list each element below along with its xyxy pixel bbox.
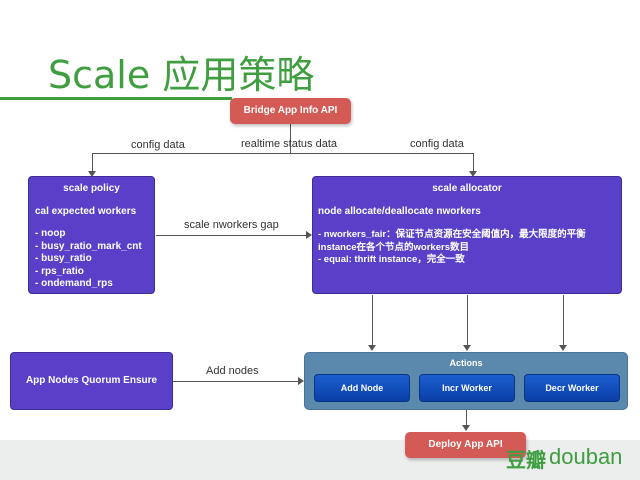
actions-container: Actions Add Node Incr Worker Decr Worker (304, 352, 628, 410)
list-item: instance在各个节点的workers数目 (318, 241, 469, 253)
add-node-button[interactable]: Add Node (314, 374, 410, 402)
actions-heading: Actions (449, 358, 483, 368)
decr-worker-button[interactable]: Decr Worker (524, 374, 620, 402)
list-item: - busy_ratio (35, 253, 92, 264)
edge-label-gap: scale nworkers gap (184, 219, 279, 231)
list-item: - noop (35, 228, 66, 239)
bridge-app-info-api-node: Bridge App Info API (230, 98, 351, 124)
deploy-app-api-node: Deploy App API (405, 432, 526, 458)
title-underline (0, 97, 232, 100)
list-item: - rps_ratio (35, 265, 84, 277)
scale-allocator-node: scale allocator node allocate/deallocate… (312, 176, 622, 294)
edge-label-config-right: config data (410, 138, 464, 150)
footer-band (0, 440, 640, 480)
edge-label-add-nodes: Add nodes (206, 365, 259, 377)
scale-allocator-heading: scale allocator (432, 183, 502, 194)
list-item: - nworkers_fair：保证节点资源在安全阈值内，最大限度的平衡 (318, 229, 586, 240)
scale-policy-subheading: cal expected workers (35, 206, 137, 217)
douban-logo-word: douban (549, 444, 623, 469)
list-item: - equal: thrift instance，完全一致 (318, 254, 465, 265)
scale-policy-list: - noop - busy_ratio_mark_cnt - busy_rati… (35, 228, 148, 291)
edge-label-realtime: realtime status data (241, 138, 337, 150)
quorum-ensure-node: App Nodes Quorum Ensure (10, 352, 173, 410)
scale-policy-heading: scale policy (63, 183, 120, 194)
scale-policy-node: scale policy cal expected workers - noop… (28, 176, 155, 294)
list-item: - busy_ratio_mark_cnt (35, 240, 142, 252)
douban-logo-chars: 豆瓣 (506, 450, 546, 472)
incr-worker-button[interactable]: Incr Worker (419, 374, 515, 402)
scale-allocator-subheading: node allocate/deallocate nworkers (318, 206, 481, 217)
list-item: - ondemand_rps (35, 278, 113, 289)
page-title: Scale 应用策略 (48, 53, 315, 97)
scale-allocator-list: - nworkers_fair：保证节点资源在安全阈值内，最大限度的平衡 ins… (318, 229, 616, 267)
edge-label-config-left: config data (131, 139, 185, 151)
